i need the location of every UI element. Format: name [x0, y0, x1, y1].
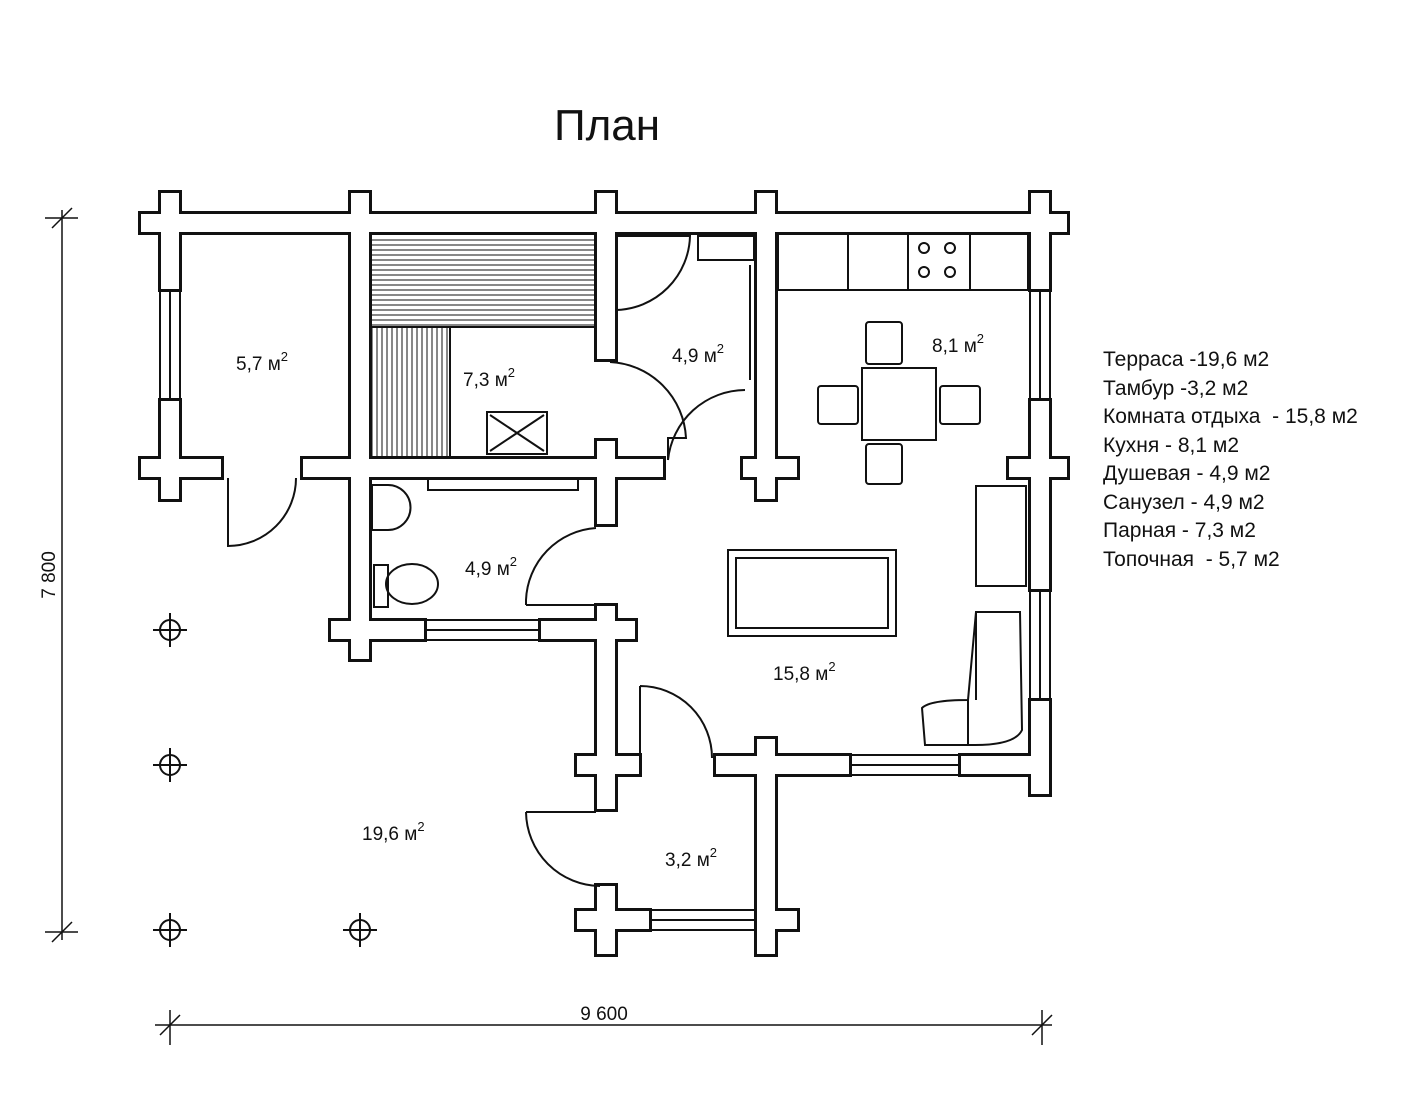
- legend-item: Топочная - 5,7 м2: [1103, 547, 1280, 571]
- chair: [865, 321, 903, 365]
- door-swing: [227, 477, 297, 548]
- shower-shelf: [697, 235, 755, 261]
- stove-burner: [918, 266, 930, 278]
- legend-item: Душевая - 4,9 м2: [1103, 462, 1271, 485]
- legend-item: Парная - 7,3 м2: [1103, 519, 1256, 542]
- door-swing: [609, 361, 688, 460]
- room-area-komnata: 15,8 м2: [773, 659, 836, 685]
- coffee-table: [727, 549, 897, 637]
- room-area-tambur: 3,2 м2: [665, 845, 717, 871]
- door-swing: [639, 685, 713, 759]
- legend-item: Тамбур -3,2 м2: [1103, 376, 1249, 400]
- stove-burner: [944, 266, 956, 278]
- stove-burner: [944, 242, 956, 254]
- upper-bench: [369, 232, 597, 328]
- chair: [939, 385, 981, 425]
- sink-icon: [371, 484, 412, 531]
- kitchen-counter: [777, 233, 1029, 291]
- legend-item: Комната отдыха - 15,8 м2: [1103, 405, 1358, 428]
- room-area-kukhnya: 8,1 м2: [932, 331, 984, 357]
- area-legend: Терраса -19,6 м2 Тамбур -3,2 м2 Комната …: [1103, 346, 1358, 574]
- lower-bench: [369, 326, 451, 459]
- room-area-terrasa: 19,6 м2: [362, 819, 425, 845]
- plan-title: План: [554, 101, 660, 150]
- cabinet: [975, 485, 1027, 587]
- shower-cabin: [615, 235, 692, 312]
- shelf: [427, 477, 579, 491]
- door-swing: [525, 811, 601, 887]
- dining-table: [861, 367, 937, 441]
- door-swing: [667, 389, 746, 461]
- room-area-dushevaya: 4,9 м2: [672, 341, 724, 367]
- dimension-lines: [45, 207, 1053, 1045]
- room-labels: 5,7 м2 7,3 м2 4,9 м2 8,1 м2 4,9 м2 15,8 …: [236, 331, 984, 871]
- stove-burner: [918, 242, 930, 254]
- door-swing: [525, 527, 597, 606]
- room-area-topochnaya: 5,7 м2: [236, 349, 288, 375]
- height-dimension: 7 800: [39, 551, 60, 599]
- legend-item: Терраса -19,6 м2: [1103, 348, 1270, 371]
- legend-item: Кухня - 8,1 м2: [1103, 433, 1240, 457]
- toilet-icon: [385, 563, 439, 605]
- stove: [486, 411, 548, 455]
- room-area-sanuzel: 4,9 м2: [465, 554, 517, 580]
- room-area-parnaya: 7,3 м2: [463, 365, 515, 391]
- width-dimension: 9 600: [580, 1004, 628, 1025]
- chair: [817, 385, 859, 425]
- toilet-tank: [373, 564, 389, 608]
- fixtures: [153, 232, 1051, 947]
- chair: [865, 443, 903, 485]
- corner-sofa: [920, 611, 1024, 746]
- legend-item: Санузел - 4,9 м2: [1103, 490, 1265, 514]
